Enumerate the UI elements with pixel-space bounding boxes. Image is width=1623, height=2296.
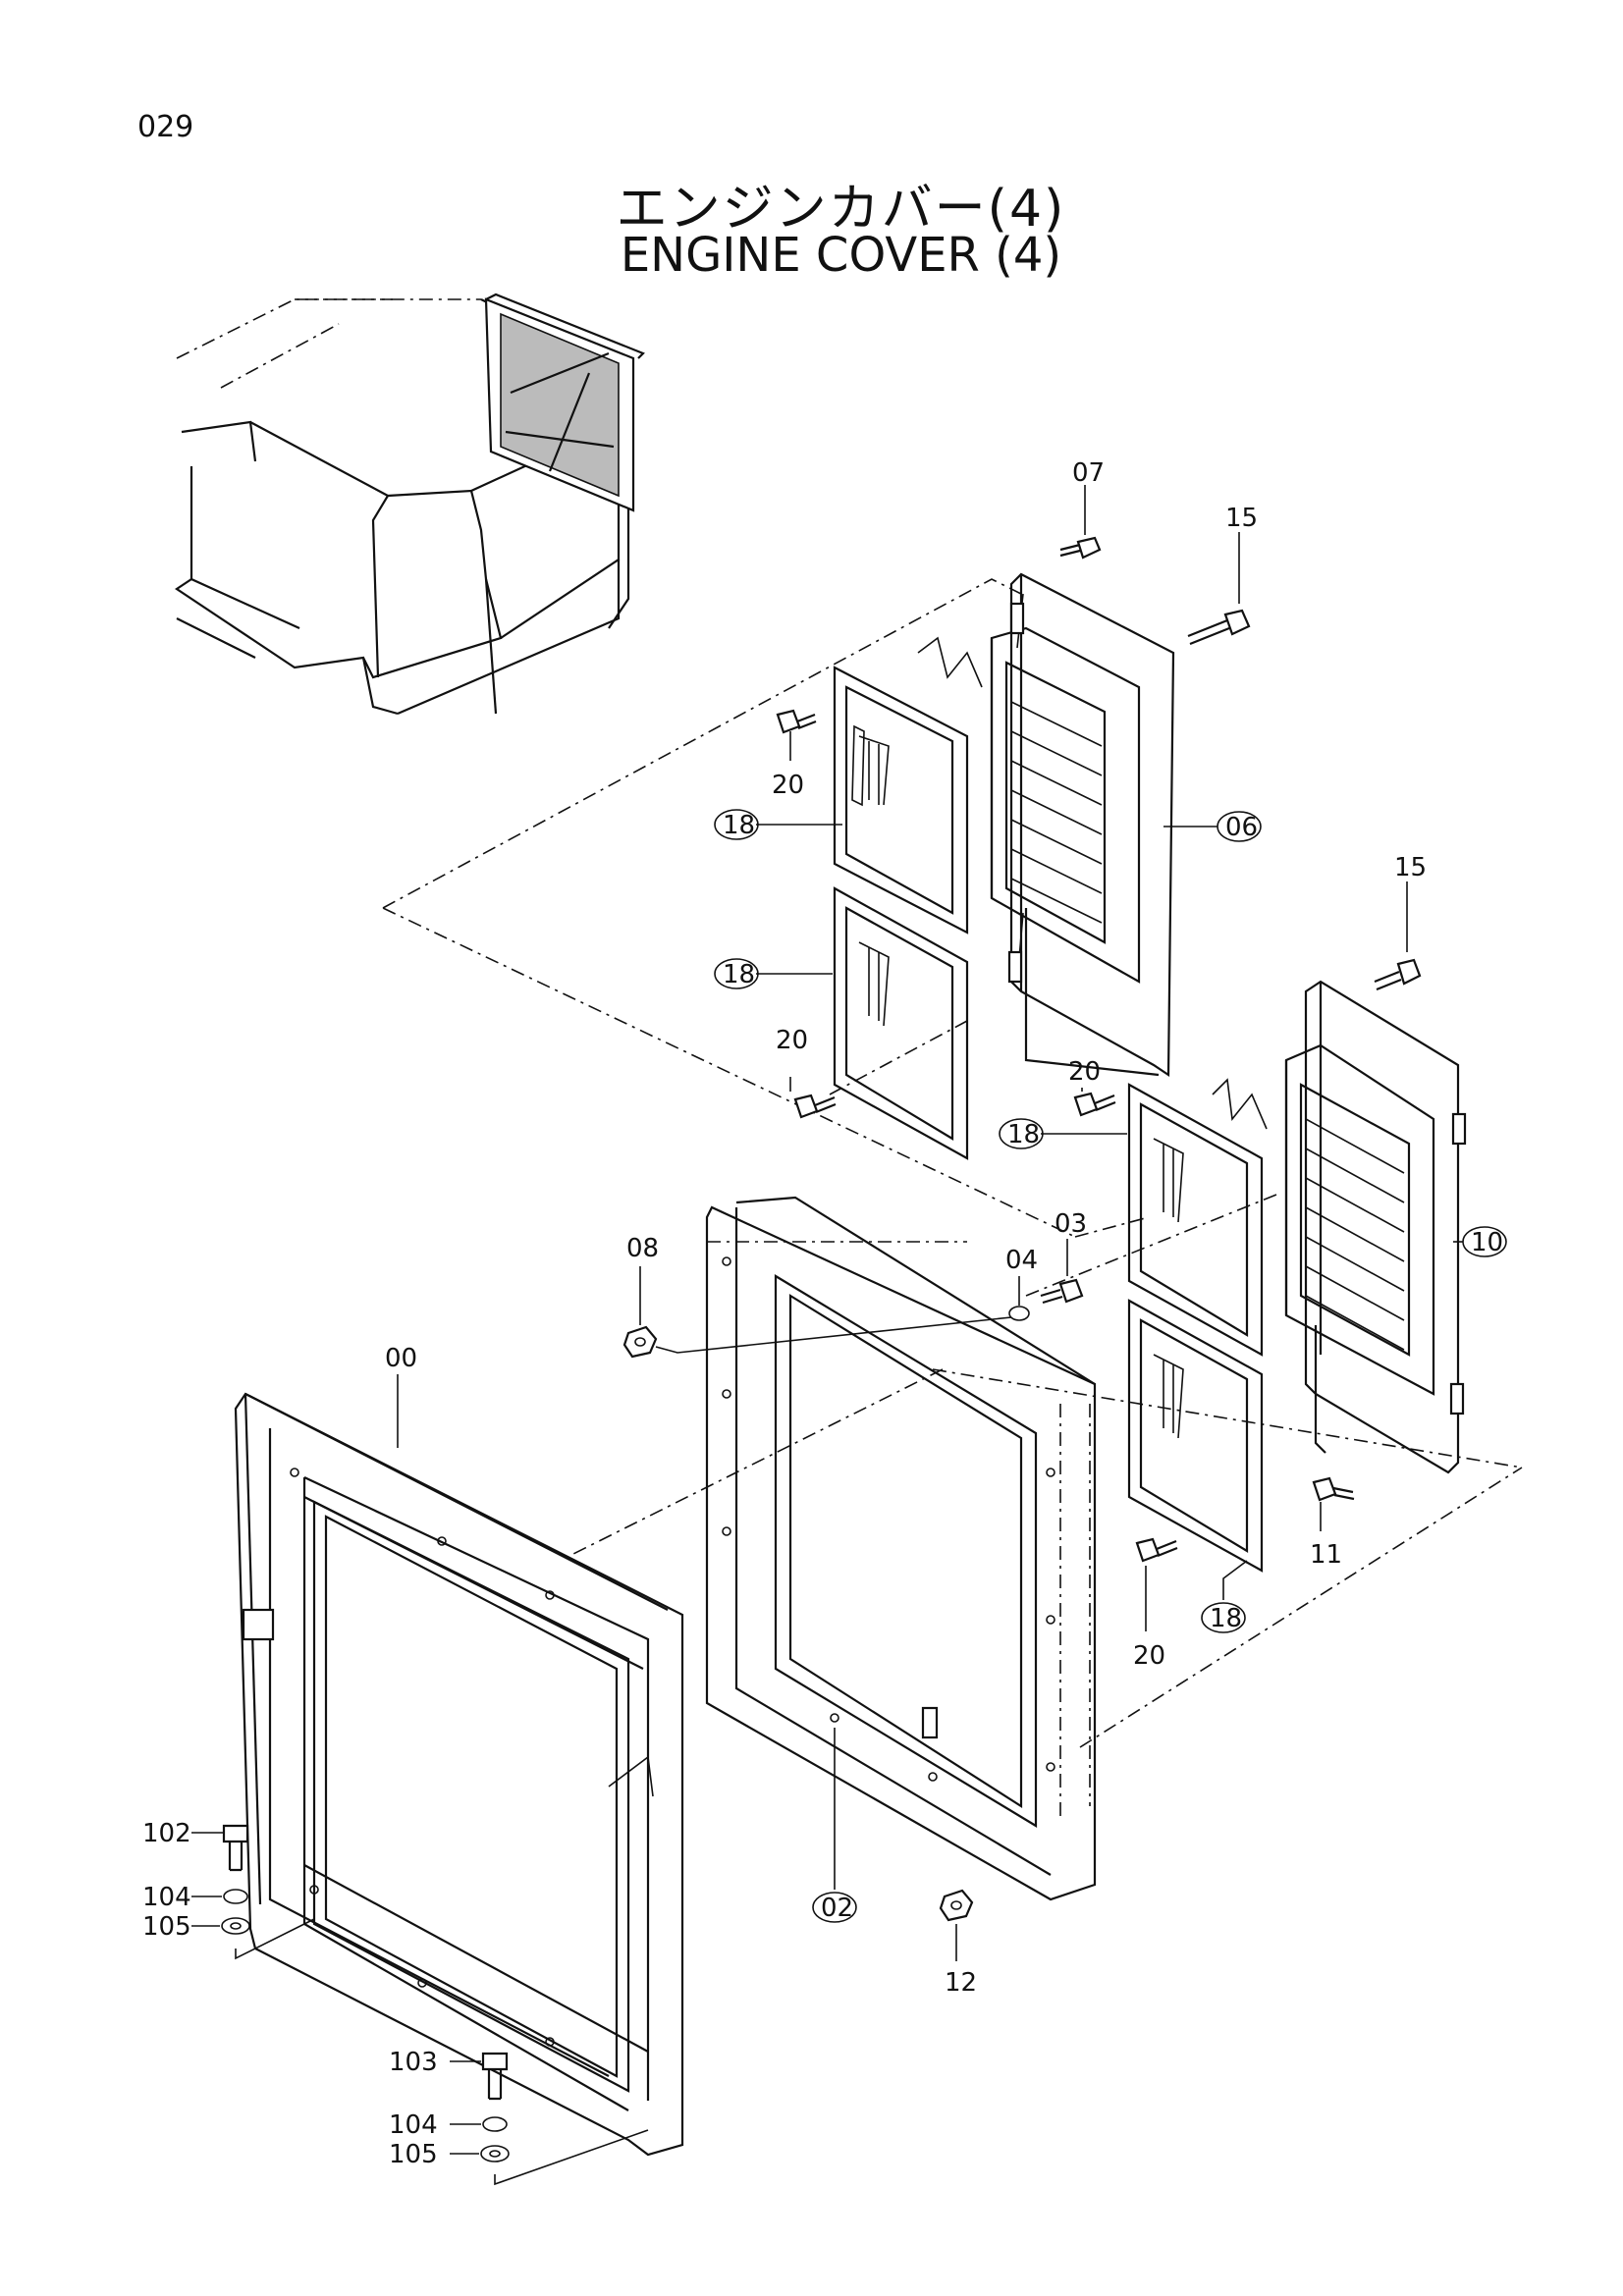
bolt-103 [481, 2052, 509, 2101]
svg-text:11: 11 [1310, 1540, 1342, 1570]
callout-10: 10 [1462, 1226, 1507, 1257]
svg-text:18: 18 [723, 811, 755, 840]
svg-text:10: 10 [1471, 1228, 1503, 1257]
callout-08: 08 [626, 1234, 659, 1263]
callout-02: 02 [812, 1892, 857, 1923]
svg-text:103: 103 [389, 2048, 438, 2077]
callout-12: 12 [945, 1968, 977, 1998]
callout-104-a: 104 [142, 1883, 191, 1912]
machine-overview-illustration [175, 293, 645, 716]
washer-104-a [223, 1889, 248, 1904]
bolt-20-d [1135, 1537, 1178, 1563]
page-number: 029 [137, 110, 194, 144]
svg-text:104: 104 [142, 1883, 191, 1912]
bolt-15-upper [1187, 609, 1251, 646]
callout-102: 102 [142, 1819, 191, 1848]
callout-15-lower: 15 [1394, 853, 1427, 882]
nut-08 [622, 1325, 658, 1359]
cover-plate-18-right-lower [1127, 1299, 1264, 1573]
radiator-frame-00 [234, 1392, 684, 2157]
callout-18-b: 18 [714, 958, 759, 989]
svg-text:20: 20 [1068, 1057, 1101, 1087]
callout-103: 103 [389, 2048, 438, 2077]
svg-text:105: 105 [142, 1912, 191, 1942]
svg-text:18: 18 [1210, 1604, 1242, 1633]
washer-105-b [480, 2145, 510, 2163]
bolt-03 [1040, 1278, 1084, 1305]
callout-20-c: 20 [1068, 1057, 1101, 1087]
callout-03: 03 [1055, 1209, 1087, 1239]
callout-00: 00 [385, 1344, 417, 1373]
svg-text:20: 20 [772, 771, 804, 800]
assembly-boundary-right [932, 1368, 1523, 1748]
callout-20-a: 20 [772, 771, 804, 800]
svg-text:15: 15 [1394, 853, 1427, 882]
bolt-15-lower [1374, 958, 1422, 991]
nut-12 [939, 1889, 974, 1922]
callout-20-d: 20 [1133, 1641, 1165, 1671]
leader-lines [191, 485, 1463, 2186]
svg-text:18: 18 [1007, 1120, 1040, 1149]
callout-105-a: 105 [142, 1912, 191, 1942]
callout-18-a: 18 [714, 809, 759, 840]
svg-text:08: 08 [626, 1234, 659, 1263]
washer-04 [1008, 1306, 1030, 1321]
bolt-11 [1312, 1476, 1355, 1502]
svg-text:104: 104 [389, 2110, 438, 2140]
bolt-20-b [793, 1094, 837, 1119]
callout-104-b: 104 [389, 2110, 438, 2140]
svg-text:04: 04 [1005, 1246, 1038, 1275]
callout-07: 07 [1072, 458, 1105, 488]
bolt-07 [1059, 536, 1102, 560]
callout-18-c: 18 [999, 1118, 1044, 1149]
svg-text:15: 15 [1225, 504, 1258, 533]
svg-text:105: 105 [389, 2140, 438, 2169]
washer-105-a [221, 1917, 250, 1935]
callout-04: 04 [1005, 1246, 1038, 1275]
svg-text:02: 02 [821, 1894, 853, 1923]
svg-text:03: 03 [1055, 1209, 1087, 1239]
bolt-20-a [776, 709, 817, 734]
bolt-102 [222, 1824, 249, 1872]
louver-unit-10 [1212, 980, 1467, 1474]
washer-104-b [482, 2116, 508, 2132]
callout-105-b: 105 [389, 2140, 438, 2169]
svg-text:20: 20 [776, 1026, 808, 1055]
svg-text:07: 07 [1072, 458, 1105, 488]
cover-plate-18-lower [829, 886, 969, 1160]
callout-18-d: 18 [1201, 1602, 1246, 1633]
callout-06: 06 [1217, 811, 1262, 842]
assembly-link-10 [1025, 1192, 1282, 1297]
svg-text:18: 18 [723, 960, 755, 989]
bolt-20-c [1073, 1092, 1116, 1117]
svg-text:12: 12 [945, 1968, 977, 1998]
shroud-frame-02 [705, 1196, 1097, 1901]
svg-text:20: 20 [1133, 1641, 1165, 1671]
cover-plate-18-right-upper [1127, 1083, 1264, 1357]
louver-unit-06 [917, 572, 1175, 1078]
title-english: ENGINE COVER (4) [620, 228, 1062, 283]
callout-15-upper: 15 [1225, 504, 1258, 533]
svg-text:102: 102 [142, 1819, 191, 1848]
title-japanese: エンジンカバー(4) [616, 180, 1066, 239]
callout-11: 11 [1310, 1540, 1342, 1570]
callout-20-b: 20 [776, 1026, 808, 1055]
svg-text:00: 00 [385, 1344, 417, 1373]
assembly-link-02-00 [568, 1368, 944, 1557]
svg-text:06: 06 [1225, 813, 1258, 842]
cover-plate-18-upper [833, 666, 969, 934]
